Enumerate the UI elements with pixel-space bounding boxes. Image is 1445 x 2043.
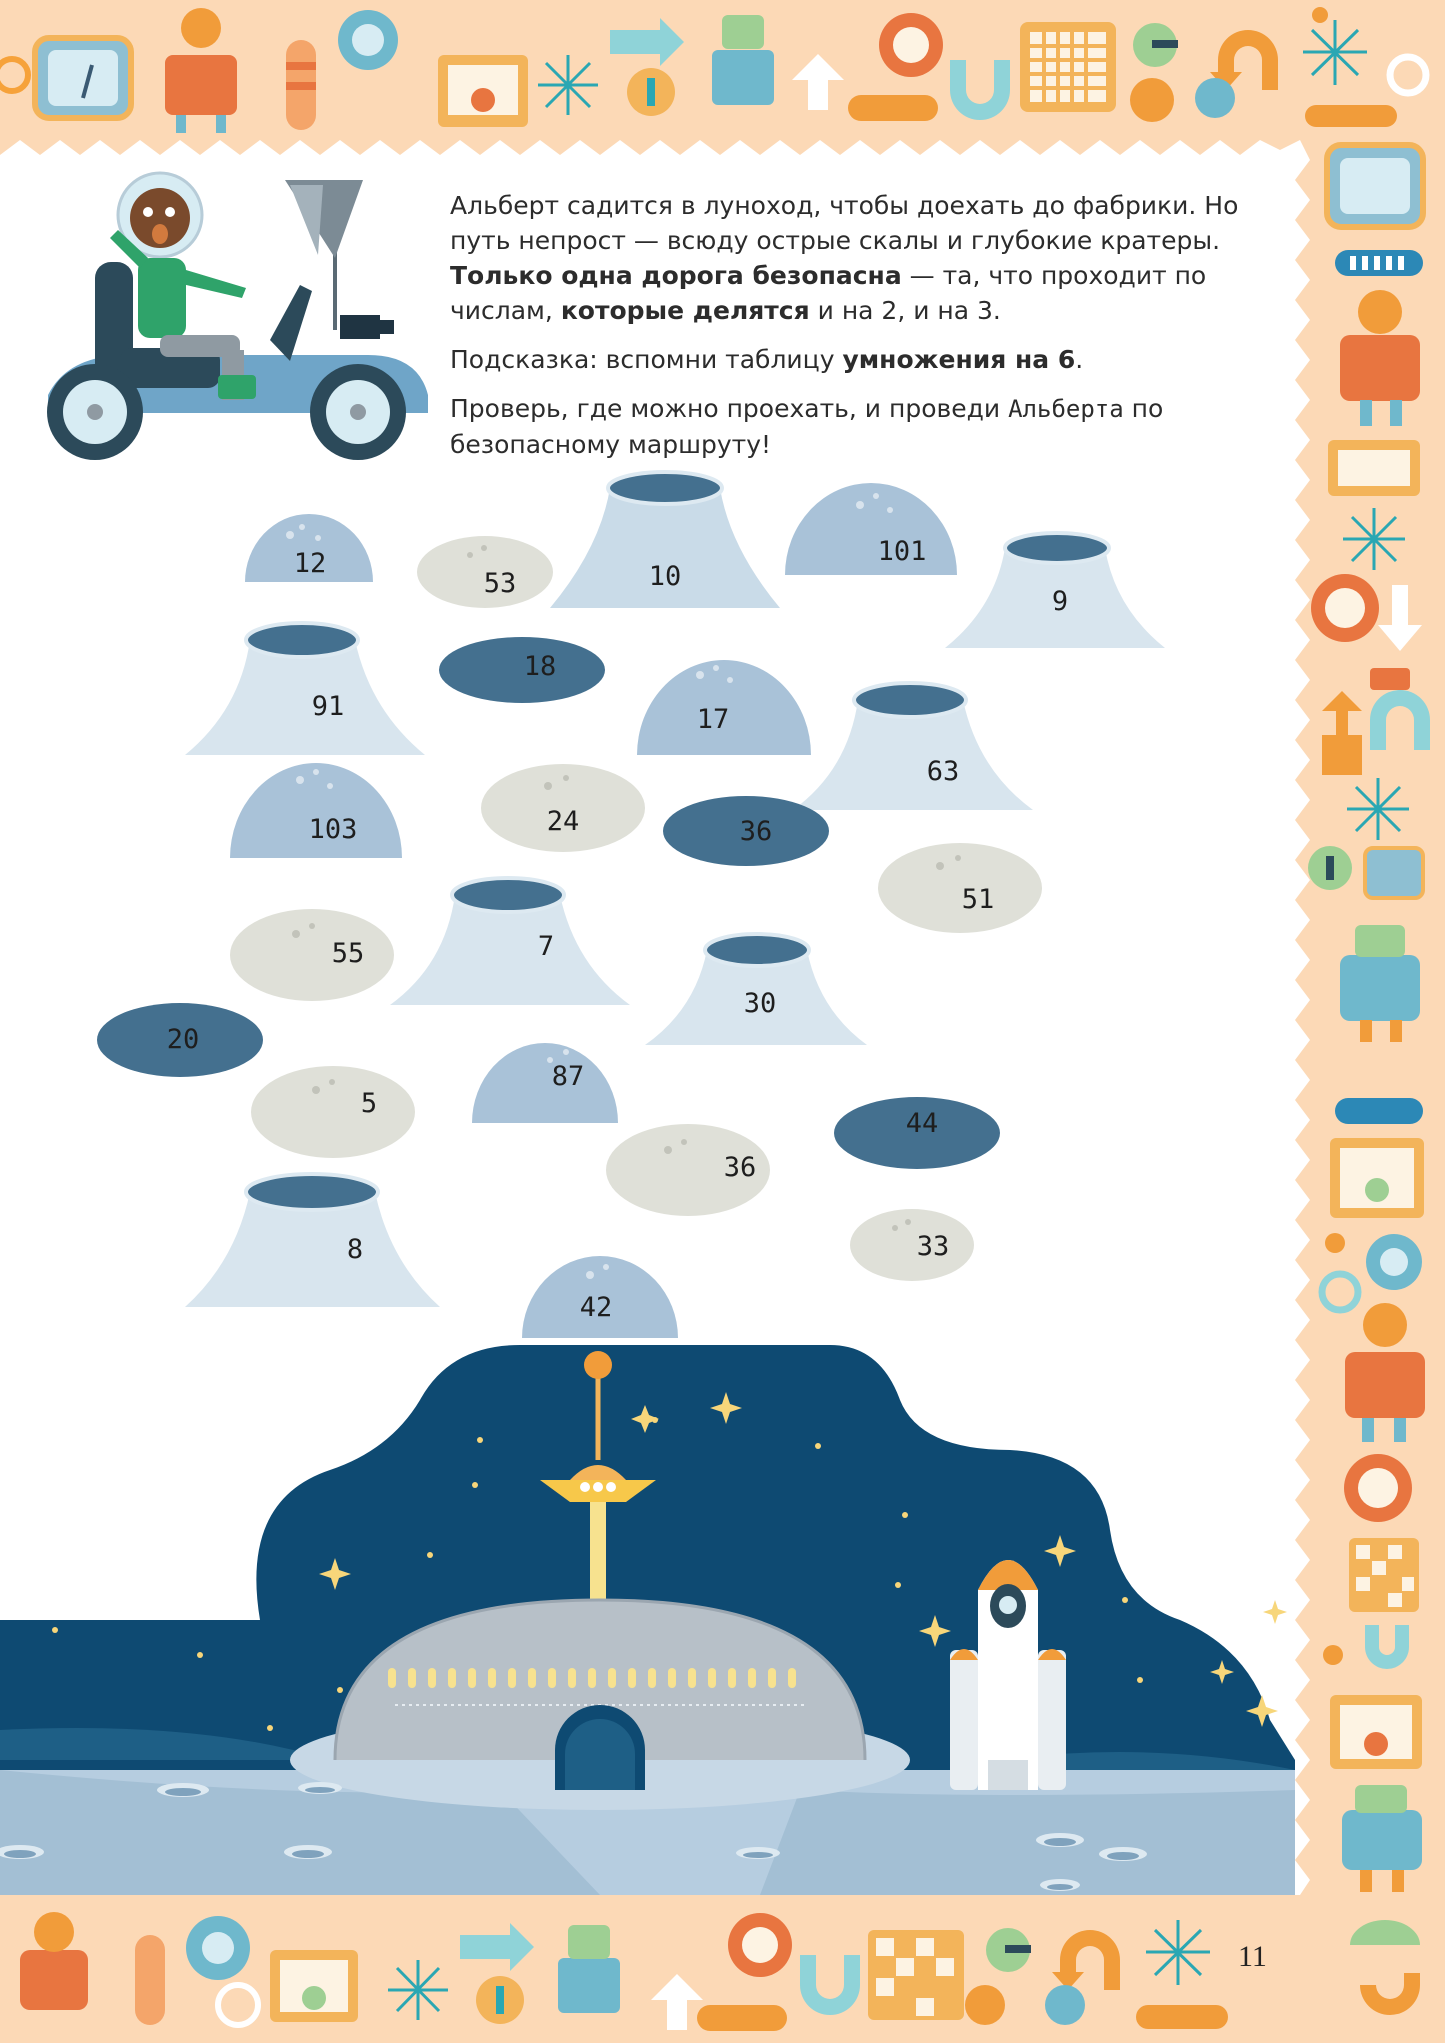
task-hint: Подсказка: вспомни таблицу умножения на … bbox=[450, 342, 1300, 377]
stone-label: 8 bbox=[347, 1234, 363, 1265]
stone-9: 9 bbox=[945, 531, 1165, 648]
stone-18: 18 bbox=[439, 637, 605, 703]
stone-44: 44 bbox=[834, 1097, 1000, 1169]
stone-label: 10 bbox=[649, 561, 682, 592]
stone-53: 53 bbox=[417, 536, 553, 608]
stone-label: 12 bbox=[294, 548, 327, 579]
task-text-part: Альберт садится в луноход, чтобы доехать… bbox=[450, 191, 1239, 255]
stars bbox=[52, 1392, 1287, 1803]
stone-label: 91 bbox=[312, 691, 345, 722]
bottom-border-icons bbox=[20, 1912, 1420, 2031]
stone-30: 30 bbox=[645, 932, 867, 1045]
stone-label: 53 bbox=[484, 568, 517, 599]
task-text-part: и на 2, и на 3. bbox=[809, 296, 1001, 325]
stone-42: 42 bbox=[522, 1256, 678, 1338]
stone-label: 20 bbox=[167, 1024, 200, 1055]
albert-lunar-rover-illustration bbox=[47, 171, 428, 460]
task-paragraph-1: Альберт садится в луноход, чтобы доехать… bbox=[450, 188, 1300, 328]
stone-label: 5 bbox=[361, 1088, 377, 1119]
task-paragraph-3: Проверь, где можно проехать, и проведи А… bbox=[450, 391, 1300, 462]
stone-label: 24 bbox=[547, 806, 580, 837]
stone-63: 63 bbox=[793, 681, 1033, 810]
stone-label: 17 bbox=[697, 704, 730, 735]
task-text-part: . bbox=[1075, 345, 1084, 374]
task-text: Альберт садится в луноход, чтобы доехать… bbox=[450, 188, 1300, 476]
task-text-bold: которые делятся bbox=[560, 296, 810, 325]
task-text-part: — та, что проходит по числам, bbox=[450, 261, 1207, 325]
stone-51: 51 bbox=[878, 843, 1042, 933]
top-border-icons bbox=[0, 7, 1430, 133]
task-text-part: Подсказка: вспомни таблицу bbox=[450, 345, 843, 374]
stone-36-dark: 36 bbox=[663, 796, 829, 866]
stone-label: 33 bbox=[917, 1231, 950, 1262]
stone-5: 5 bbox=[251, 1066, 415, 1158]
stone-12: 12 bbox=[245, 514, 373, 582]
task-text-part: по безопасному маршруту! bbox=[450, 394, 1164, 459]
stone-10: 10 bbox=[550, 470, 780, 608]
stone-label: 36 bbox=[740, 816, 773, 847]
stone-label: 7 bbox=[538, 931, 554, 962]
task-text-bold: Только одна дорога безопасна bbox=[450, 261, 902, 290]
stone-label: 51 bbox=[962, 884, 995, 915]
stone-55: 55 bbox=[230, 909, 394, 1001]
stone-8: 8 bbox=[185, 1172, 440, 1307]
stone-91: 91 bbox=[185, 621, 425, 755]
stone-33: 33 bbox=[850, 1209, 974, 1281]
stone-label: 101 bbox=[878, 536, 927, 567]
stone-label: 18 bbox=[524, 651, 557, 682]
stone-103: 103 bbox=[230, 763, 402, 858]
stone-label: 87 bbox=[552, 1061, 585, 1092]
page-number: 11 bbox=[1238, 1940, 1267, 1973]
stone-17: 17 bbox=[637, 660, 811, 755]
stone-label: 9 bbox=[1052, 586, 1068, 617]
stone-label: 55 bbox=[332, 938, 365, 969]
stone-label: 42 bbox=[580, 1292, 613, 1323]
stone-20: 20 bbox=[97, 1003, 263, 1077]
stone-87: 87 bbox=[472, 1043, 618, 1123]
stone-label: 103 bbox=[309, 814, 358, 845]
albert-name: Альберта bbox=[1008, 395, 1124, 423]
stone-label: 44 bbox=[906, 1108, 939, 1139]
stone-24: 24 bbox=[481, 764, 645, 852]
stone-label: 30 bbox=[744, 988, 777, 1019]
task-text-part: Проверь, где можно проехать, и проведи bbox=[450, 394, 1009, 423]
stone-36-light: 36 bbox=[606, 1124, 770, 1216]
stone-label: 63 bbox=[927, 756, 960, 787]
moon-base-scene bbox=[0, 1345, 1295, 1895]
stone-7: 7 bbox=[390, 876, 630, 1005]
stone-label: 36 bbox=[724, 1152, 757, 1183]
right-border-icons bbox=[1308, 142, 1430, 1892]
task-text-bold: умножения на 6 bbox=[842, 345, 1076, 374]
number-stones: 12 53 10 101 9 91 bbox=[97, 470, 1165, 1338]
stone-101: 101 bbox=[785, 483, 957, 575]
